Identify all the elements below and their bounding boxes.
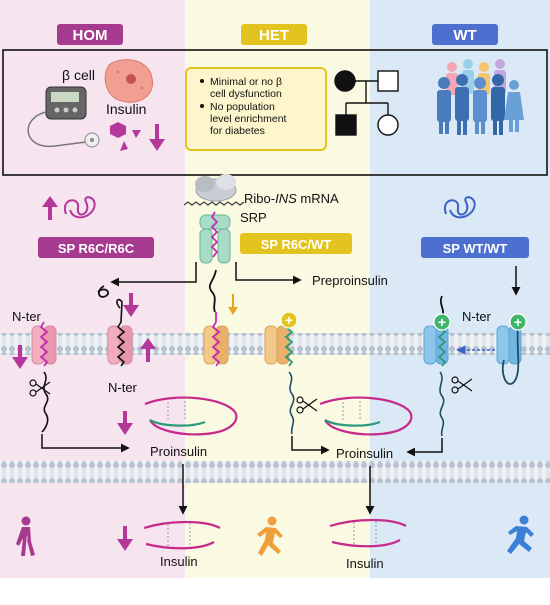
hom-translocon-left: [31, 321, 57, 367]
hom-up-arrow: [42, 196, 58, 220]
hom-down-arrow-3: [117, 411, 133, 435]
hom-misfolded-protein-icon: [63, 196, 96, 219]
walking-person-icon: [16, 516, 35, 556]
hom-scissors-icon: [29, 379, 51, 397]
insulin-center-icon: [329, 518, 407, 548]
het-bullet-2-line-3: for diabetes: [210, 125, 265, 137]
insulin-left-label: Insulin: [160, 554, 198, 569]
het-bullets: Minimal or no β cell dysfunction No popu…: [200, 76, 287, 137]
sp-hom-badge: SP R6C/R6C: [38, 237, 154, 258]
het-down-arrow: [228, 294, 238, 315]
het-bullet-2-line-1: No population: [210, 101, 275, 113]
sp-het-label: SP R6C/WT: [261, 237, 332, 252]
wt-plus-sign-left: +: [438, 314, 446, 330]
hom-translocon-center: [107, 298, 133, 367]
het-cleaved-chain: [288, 371, 295, 435]
wt-folded-protein-icon: [443, 196, 476, 219]
summary-box: [2, 49, 548, 176]
insulin-left-icon: [143, 520, 221, 550]
pedigree-icon: [334, 70, 399, 136]
wt-plus-icon-left: +: [433, 313, 451, 331]
ribosome-icon: [183, 174, 245, 206]
het-header-label: HET: [259, 27, 289, 44]
het-bullet-2-line-2: level enrichment: [210, 113, 287, 125]
hom-header-label: HOM: [73, 27, 108, 44]
srp-icon: [199, 211, 231, 264]
het-scissors-icon: [296, 396, 318, 414]
sp-hom-label: SP R6C/R6C: [58, 241, 135, 256]
beta-cell-label: β cell: [62, 67, 95, 83]
sp-het-badge: SP R6C/WT: [240, 233, 352, 254]
wt-plus-sign-right: +: [514, 314, 522, 330]
het-plus-icon: +: [280, 311, 298, 329]
golgi-membrane: [0, 461, 550, 483]
wt-scissors-icon: [451, 376, 473, 394]
preproinsulin-label: Preproinsulin: [312, 273, 388, 288]
running-person-icon: [257, 516, 283, 556]
het-bullet-1-line-2: cell dysfunction: [210, 88, 282, 100]
sprinting-person-icon: [507, 515, 534, 554]
het-bullet-1-line-1: Minimal or no β: [210, 76, 282, 88]
down-arrow-icon: [149, 124, 165, 151]
srp-label: SRP: [240, 210, 267, 225]
nter-label-left-top: N-ter: [12, 309, 42, 324]
beta-cell-icon: [104, 59, 154, 103]
hom-up-arrow-2: [140, 338, 156, 362]
hom-header-badge: HOM: [57, 24, 123, 45]
hom-down-arrow-1: [123, 293, 139, 317]
het-bullets-box: [185, 67, 327, 151]
hom-cleaved-chain: [41, 371, 49, 433]
sp-wt-badge: SP WT/WT: [421, 237, 529, 258]
proinsulin-center-icon: [319, 396, 413, 436]
het-signal-peptide-curl: [208, 269, 217, 313]
het-translocon-mutant: [203, 312, 229, 367]
hom-signal-peptide-curl: [97, 285, 109, 298]
het-translocon-wt: [264, 321, 294, 367]
proinsulin-left-label: Proinsulin: [150, 444, 207, 459]
insulin-center-label: Insulin: [346, 556, 384, 571]
sp-wt-label: SP WT/WT: [443, 241, 508, 256]
insulin-pump-icon: [27, 86, 100, 148]
het-header-badge: HET: [241, 24, 307, 45]
hom-insulin-down-arrow: [117, 526, 133, 551]
ribo-ins-mrna-label: Ribo-INS mRNA: [244, 191, 339, 206]
population-icon: [437, 59, 524, 135]
het-plus-sign: +: [285, 312, 293, 328]
hom-down-arrow-2: [12, 345, 28, 369]
proinsulin-left-icon: [144, 396, 238, 436]
nter-label-left-bottom: N-ter: [108, 380, 138, 395]
insulin-hexagon-icon: [110, 122, 141, 151]
proinsulin-center-label: Proinsulin: [336, 446, 393, 461]
hom-insulin-label: Insulin: [106, 101, 146, 117]
nter-label-right: N-ter: [462, 309, 492, 324]
wt-header-label: WT: [453, 27, 476, 44]
hom-column-bg: [0, 0, 185, 578]
wt-cleaved-chain: [439, 371, 445, 437]
wt-plus-icon-right: +: [509, 313, 527, 331]
wt-header-badge: WT: [432, 24, 498, 45]
